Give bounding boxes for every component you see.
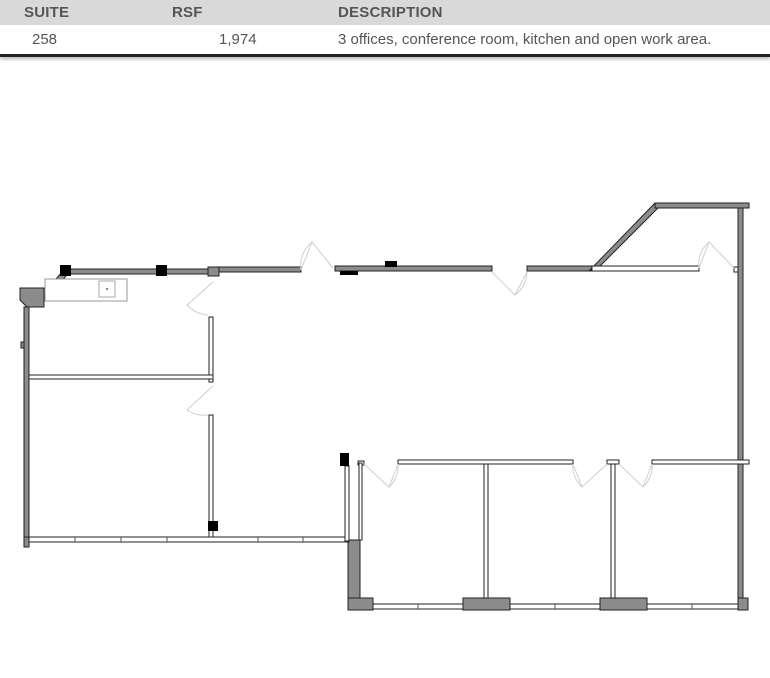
cell-description: 3 offices, conference room, kitchen and … [338, 31, 712, 48]
header-rsf: RSF [172, 4, 203, 21]
cell-suite: 258 [32, 31, 58, 48]
header-suite: SUITE [24, 4, 70, 21]
suite-table: SUITE RSF DESCRIPTION 258 1,974 3 office… [0, 0, 770, 54]
cell-rsf: 1,974 [219, 31, 257, 48]
door-swings [186, 241, 735, 488]
table-row: 258 1,974 3 offices, conference room, ki… [0, 25, 770, 54]
window-mullions [74, 537, 693, 609]
interior-partitions [28, 265, 750, 610]
table-header-row: SUITE RSF DESCRIPTION [0, 0, 770, 25]
exterior-walls [19, 202, 750, 611]
columns [60, 261, 397, 531]
table-bottom-rule [0, 54, 770, 57]
header-description: DESCRIPTION [338, 4, 443, 21]
kitchen-counter [44, 278, 128, 302]
